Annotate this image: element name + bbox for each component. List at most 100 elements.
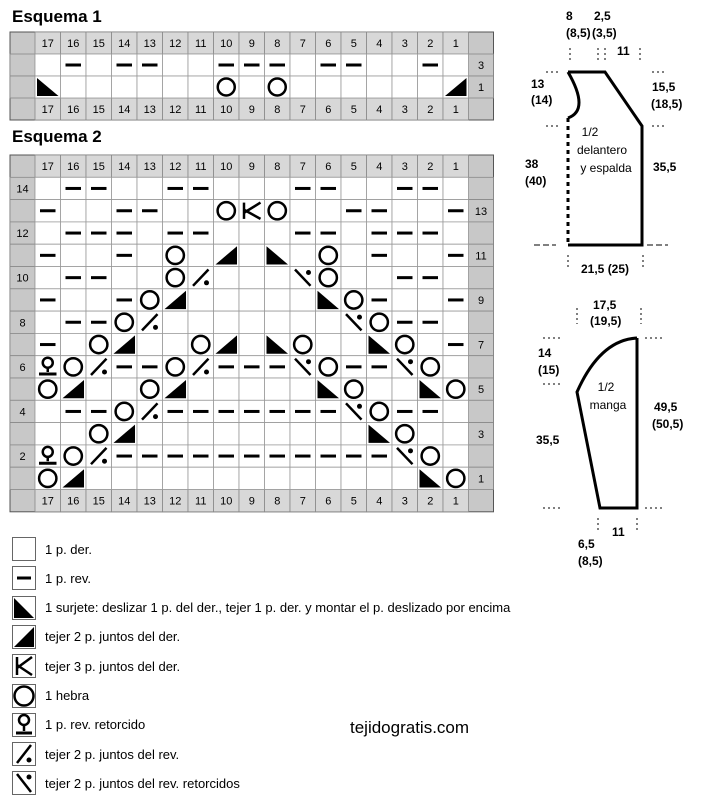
stitch-cell bbox=[34, 422, 61, 446]
stitch-cell bbox=[34, 53, 61, 77]
stitch-cell bbox=[340, 266, 367, 290]
stitch-cell bbox=[213, 466, 240, 490]
column-number: 11 bbox=[195, 38, 206, 50]
legend-text: 1 p. der. bbox=[45, 541, 92, 557]
yarn-over-icon bbox=[37, 468, 58, 489]
stitch-cell bbox=[442, 176, 469, 201]
stitch-cell bbox=[60, 75, 87, 99]
stitch-cell bbox=[238, 176, 265, 201]
stitch-cell bbox=[315, 422, 342, 446]
p2tog-icon bbox=[90, 447, 108, 466]
legend-symbol bbox=[12, 537, 36, 561]
stitch-cell bbox=[60, 422, 87, 446]
column-number: 6 bbox=[325, 38, 331, 50]
column-number: 7 bbox=[300, 104, 306, 116]
yarn-over-icon bbox=[216, 77, 236, 97]
stitch-cell bbox=[187, 199, 214, 223]
yarn-over-icon bbox=[394, 334, 415, 355]
column-number: 12 bbox=[169, 104, 181, 116]
column-number: 5 bbox=[351, 38, 357, 50]
column-number: 7 bbox=[300, 496, 306, 508]
yarn-over-icon bbox=[216, 200, 237, 221]
stitch-cell bbox=[60, 243, 87, 267]
stitch-cell bbox=[187, 422, 214, 446]
yarn-over-icon bbox=[63, 446, 84, 466]
column-number: 5 bbox=[351, 496, 357, 508]
legend-item: tejer 2 p. juntos del rev. retorcidos bbox=[12, 771, 240, 796]
stitch-cell bbox=[340, 422, 367, 446]
legend-text: 1 p. rev. bbox=[45, 570, 92, 586]
legend-text: tejer 2 p. juntos del der. bbox=[45, 629, 181, 645]
stitch-cell bbox=[264, 288, 291, 312]
yarn-over-icon bbox=[114, 401, 135, 422]
stitch-cell bbox=[315, 466, 342, 490]
stitch-cell bbox=[340, 332, 367, 357]
stitch-cell bbox=[187, 243, 214, 267]
ssk-icon bbox=[419, 380, 441, 399]
column-number: 17 bbox=[42, 161, 54, 173]
column-number: 4 bbox=[376, 161, 382, 173]
stitch-cell bbox=[264, 221, 291, 245]
k2tog-icon bbox=[62, 469, 84, 488]
stitch-cell bbox=[111, 266, 138, 290]
column-number: 8 bbox=[274, 104, 280, 116]
k3tog-icon bbox=[242, 201, 262, 220]
stitch-cell bbox=[315, 199, 342, 223]
column-number: 17 bbox=[42, 496, 54, 508]
column-number: 14 bbox=[118, 161, 130, 173]
stitch-cell bbox=[213, 288, 240, 312]
column-number: 1 bbox=[453, 104, 459, 116]
stitch-cell bbox=[162, 199, 189, 223]
column-number: 5 bbox=[351, 104, 357, 116]
stitch-cell bbox=[442, 53, 469, 77]
row-number: 11 bbox=[475, 250, 486, 262]
row-number: 5 bbox=[478, 384, 484, 396]
ssk-icon bbox=[14, 597, 34, 618]
column-number: 15 bbox=[93, 496, 105, 508]
stitch-cell bbox=[238, 422, 265, 446]
column-number: 16 bbox=[67, 38, 79, 50]
stitch-cell bbox=[264, 466, 291, 490]
row-number: 1 bbox=[478, 82, 484, 94]
p2tog-icon bbox=[192, 357, 210, 376]
stitch-cell bbox=[213, 422, 240, 446]
column-number: 2 bbox=[427, 161, 433, 173]
purl-tbl-icon bbox=[39, 445, 57, 465]
stitch-cell bbox=[238, 332, 265, 357]
column-number: 6 bbox=[325, 104, 331, 116]
ssk-icon bbox=[266, 335, 288, 354]
yarn-over-icon bbox=[343, 379, 364, 400]
purl-tbl-icon bbox=[16, 713, 32, 735]
column-number: 14 bbox=[118, 496, 130, 508]
legend-text: 1 hebra bbox=[45, 688, 90, 703]
column-number: 16 bbox=[67, 161, 79, 173]
p2tog-tbl-icon bbox=[345, 313, 363, 332]
k2tog-icon bbox=[215, 335, 237, 354]
column-number: 10 bbox=[220, 496, 232, 508]
stitch-cell bbox=[340, 243, 367, 267]
stitch-cell bbox=[238, 243, 265, 267]
row-number: 7 bbox=[478, 340, 484, 352]
stitch-cell bbox=[111, 377, 138, 401]
stitch-cell bbox=[136, 243, 163, 267]
column-number: 13 bbox=[144, 161, 156, 173]
row-number: 10 bbox=[16, 273, 28, 285]
yarn-over-icon bbox=[63, 356, 84, 377]
legend-item: tejer 2 p. juntos del rev. bbox=[12, 742, 179, 767]
column-number: 15 bbox=[93, 38, 105, 50]
row-number: 9 bbox=[478, 295, 484, 307]
ssk-icon bbox=[419, 469, 441, 488]
stitch-cell bbox=[85, 243, 112, 267]
legend-symbol bbox=[12, 566, 36, 591]
column-number: 12 bbox=[169, 38, 181, 50]
stitch-cell bbox=[136, 466, 163, 490]
ssk-icon bbox=[317, 380, 339, 399]
stitch-cell bbox=[111, 75, 138, 99]
stitch-cell bbox=[442, 355, 469, 379]
legend-item: 1 surjete: deslizar 1 p. del der., tejer… bbox=[12, 595, 510, 620]
ssk-icon bbox=[37, 78, 59, 96]
p2tog-tbl-icon bbox=[294, 268, 312, 287]
p2tog-tbl-icon bbox=[396, 447, 414, 466]
legend-symbol bbox=[12, 595, 36, 620]
